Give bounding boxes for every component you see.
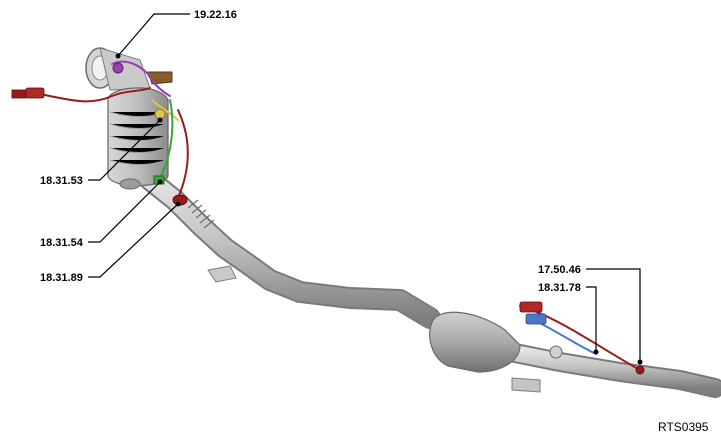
sensor-purple (112, 62, 124, 74)
callout-19-22-16: 19.22.16 (194, 9, 237, 21)
callout-18-31-53: 18.31.53 (40, 175, 83, 187)
figure-id: RTS0395 (658, 420, 709, 434)
flex-joint (187, 199, 215, 229)
leader-18-31-53 (88, 119, 161, 181)
upper-bracket (147, 71, 173, 85)
leader-18-31-54 (88, 181, 161, 243)
sensor-rear-red (635, 365, 645, 375)
catalyst-converter (85, 47, 169, 190)
sensor-rear-blue (549, 345, 563, 359)
leader-18-31-89 (88, 203, 179, 278)
rear-catalyst (429, 311, 521, 373)
callout-18-31-89: 18.31.89 (40, 272, 83, 284)
leader-lines (88, 13, 641, 362)
leader-18-31-78 (586, 286, 597, 352)
connector-left-red (11, 87, 45, 99)
callout-18-31-54: 18.31.54 (40, 237, 84, 249)
leader-dots (115, 53, 643, 365)
callout-18-31-78: 18.31.78 (538, 282, 581, 294)
connector-rear-red-blue (519, 301, 547, 325)
exhaust-pipe (139, 169, 721, 398)
callout-17-50-46: 17.50.46 (538, 264, 581, 276)
leader-19-22-16 (117, 13, 190, 57)
leader-17-50-46 (586, 268, 641, 362)
